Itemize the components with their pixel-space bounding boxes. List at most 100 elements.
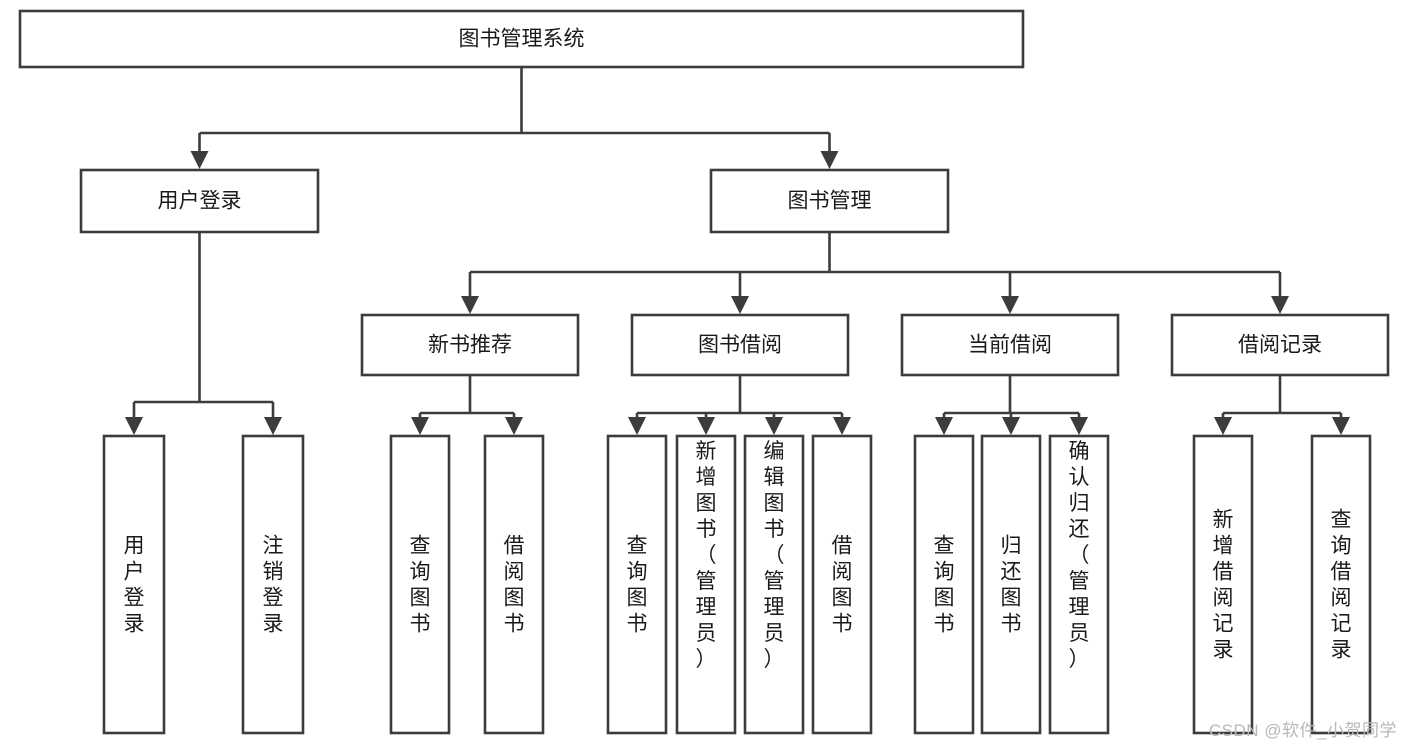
arrow-head	[1070, 417, 1088, 435]
node-root[interactable]: 图书管理系统	[18, 9, 1025, 69]
node-label-leaf-edit-book-admin-char-7: 员	[764, 622, 785, 645]
node-new-book-recommend[interactable]: 新书推荐	[360, 313, 580, 377]
node-label-leaf-add-borrow-record-char-4: 记	[1213, 613, 1234, 636]
node-box-leaf-borrow-book-recommend	[483, 434, 545, 735]
watermark-text: CSDN @软件_小贺同学	[1208, 721, 1397, 740]
node-label-leaf-query-borrow-record-char-4: 记	[1331, 613, 1352, 636]
arrow-head	[935, 417, 953, 435]
node-label-leaf-query-borrow-record-char-5: 录	[1331, 639, 1352, 662]
node-book-manage[interactable]: 图书管理	[709, 168, 950, 234]
arrow-head	[820, 151, 839, 169]
node-box-new-book-recommend	[360, 313, 580, 377]
node-current-borrow[interactable]: 当前借阅	[900, 313, 1120, 377]
node-box-leaf-return-book	[980, 434, 1042, 735]
node-label-leaf-borrow-book-recommend-char-1: 阅	[504, 561, 525, 584]
arrow-head	[1332, 417, 1350, 435]
node-label-leaf-edit-book-admin-char-3: 书	[764, 518, 785, 541]
node-label-leaf-query-borrow-record-char-2: 借	[1331, 561, 1352, 584]
node-box-leaf-add-borrow-record	[1192, 434, 1254, 735]
arrow-head	[190, 151, 209, 169]
node-label-leaf-edit-book-admin-char-2: 图	[764, 492, 785, 515]
node-layer: 图书管理系统用户登录图书管理新书推荐图书借阅当前借阅借阅记录用户登录注销登录查询…	[18, 9, 1390, 735]
node-label-leaf-add-borrow-record-char-1: 增	[1213, 535, 1234, 558]
arrow-head	[765, 417, 783, 435]
node-borrow-record[interactable]: 借阅记录	[1170, 313, 1390, 377]
node-label-leaf-return-book-char-0: 归	[1001, 535, 1022, 558]
arrow-head	[697, 417, 715, 435]
arrow-head	[628, 417, 646, 435]
node-label-leaf-query-book-borrow-char-1: 询	[627, 561, 648, 584]
node-box-leaf-confirm-return-admin	[1048, 434, 1110, 735]
arrow-head	[264, 417, 282, 435]
arrow-head	[1002, 417, 1020, 435]
arrow-head	[125, 417, 143, 435]
node-label-leaf-edit-book-admin-char-8: ）	[764, 648, 785, 671]
node-label-leaf-confirm-return-admin-char-4: （	[1069, 544, 1090, 567]
node-label-leaf-borrow-book-char-3: 书	[832, 613, 853, 636]
node-label-leaf-query-book-borrow-char-0: 查	[627, 535, 648, 558]
edge-layer	[125, 67, 1350, 435]
node-label-leaf-edit-book-admin-char-5: 管	[764, 570, 785, 593]
node-box-leaf-logout	[241, 434, 305, 735]
node-label-leaf-user-login-char-1: 户	[124, 561, 145, 584]
node-leaf-user-login[interactable]: 用户登录	[102, 434, 166, 735]
node-box-current-borrow	[900, 313, 1120, 377]
node-label-leaf-query-book-recommend-char-2: 图	[410, 587, 431, 610]
node-label-leaf-query-borrow-record-char-3: 阅	[1331, 587, 1352, 610]
node-label-leaf-query-book-current-char-0: 查	[934, 535, 955, 558]
node-box-leaf-borrow-book	[811, 434, 873, 735]
node-label-leaf-query-borrow-record-char-1: 询	[1331, 535, 1352, 558]
node-label-borrow-record: 借阅记录	[1238, 334, 1322, 357]
node-label-leaf-user-login-char-2: 登	[124, 587, 145, 610]
node-label-leaf-logout-char-0: 注	[263, 535, 284, 558]
arrow-head	[731, 296, 749, 314]
node-box-leaf-query-book-borrow	[606, 434, 668, 735]
node-box-leaf-add-book-admin	[675, 434, 737, 735]
arrow-head	[411, 417, 429, 435]
node-label-leaf-query-book-current-char-2: 图	[934, 587, 955, 610]
node-label-leaf-query-book-current-char-1: 询	[934, 561, 955, 584]
node-box-leaf-query-book-recommend	[389, 434, 451, 735]
node-label-leaf-add-book-admin-char-6: 理	[696, 596, 717, 619]
node-label-leaf-confirm-return-admin-char-6: 理	[1069, 596, 1090, 619]
node-label-leaf-add-book-admin-char-2: 图	[696, 492, 717, 515]
node-label-leaf-add-book-admin-char-1: 增	[696, 466, 717, 489]
arrow-head	[1001, 296, 1019, 314]
node-label-leaf-edit-book-admin-char-0: 编	[764, 440, 785, 463]
node-box-book-borrow	[630, 313, 850, 377]
node-label-new-book-recommend: 新书推荐	[428, 334, 512, 357]
node-box-user-login	[79, 168, 320, 234]
node-label-leaf-confirm-return-admin-char-2: 归	[1069, 492, 1090, 515]
node-label-leaf-borrow-book-recommend-char-3: 书	[504, 613, 525, 636]
node-box-book-manage	[709, 168, 950, 234]
node-label-leaf-query-book-recommend-char-1: 询	[410, 561, 431, 584]
node-user-login[interactable]: 用户登录	[79, 168, 320, 234]
node-label-root: 图书管理系统	[459, 28, 585, 51]
node-label-leaf-add-borrow-record-char-3: 阅	[1213, 587, 1234, 610]
node-label-leaf-logout-char-1: 销	[263, 561, 284, 584]
node-label-leaf-confirm-return-admin-char-3: 还	[1069, 518, 1090, 541]
node-box-leaf-user-login	[102, 434, 166, 735]
node-label-leaf-query-book-current-char-3: 书	[934, 613, 955, 636]
node-label-leaf-return-book-char-3: 书	[1001, 613, 1022, 636]
node-box-leaf-query-book-current	[913, 434, 975, 735]
node-label-leaf-edit-book-admin-char-4: （	[764, 544, 785, 567]
node-label-book-manage: 图书管理	[788, 190, 872, 213]
node-label-leaf-borrow-book-char-1: 阅	[832, 561, 853, 584]
node-label-current-borrow: 当前借阅	[968, 334, 1052, 357]
node-book-borrow[interactable]: 图书借阅	[630, 313, 850, 377]
node-label-leaf-borrow-book-char-0: 借	[832, 535, 853, 558]
node-label-leaf-query-book-recommend-char-3: 书	[410, 613, 431, 636]
